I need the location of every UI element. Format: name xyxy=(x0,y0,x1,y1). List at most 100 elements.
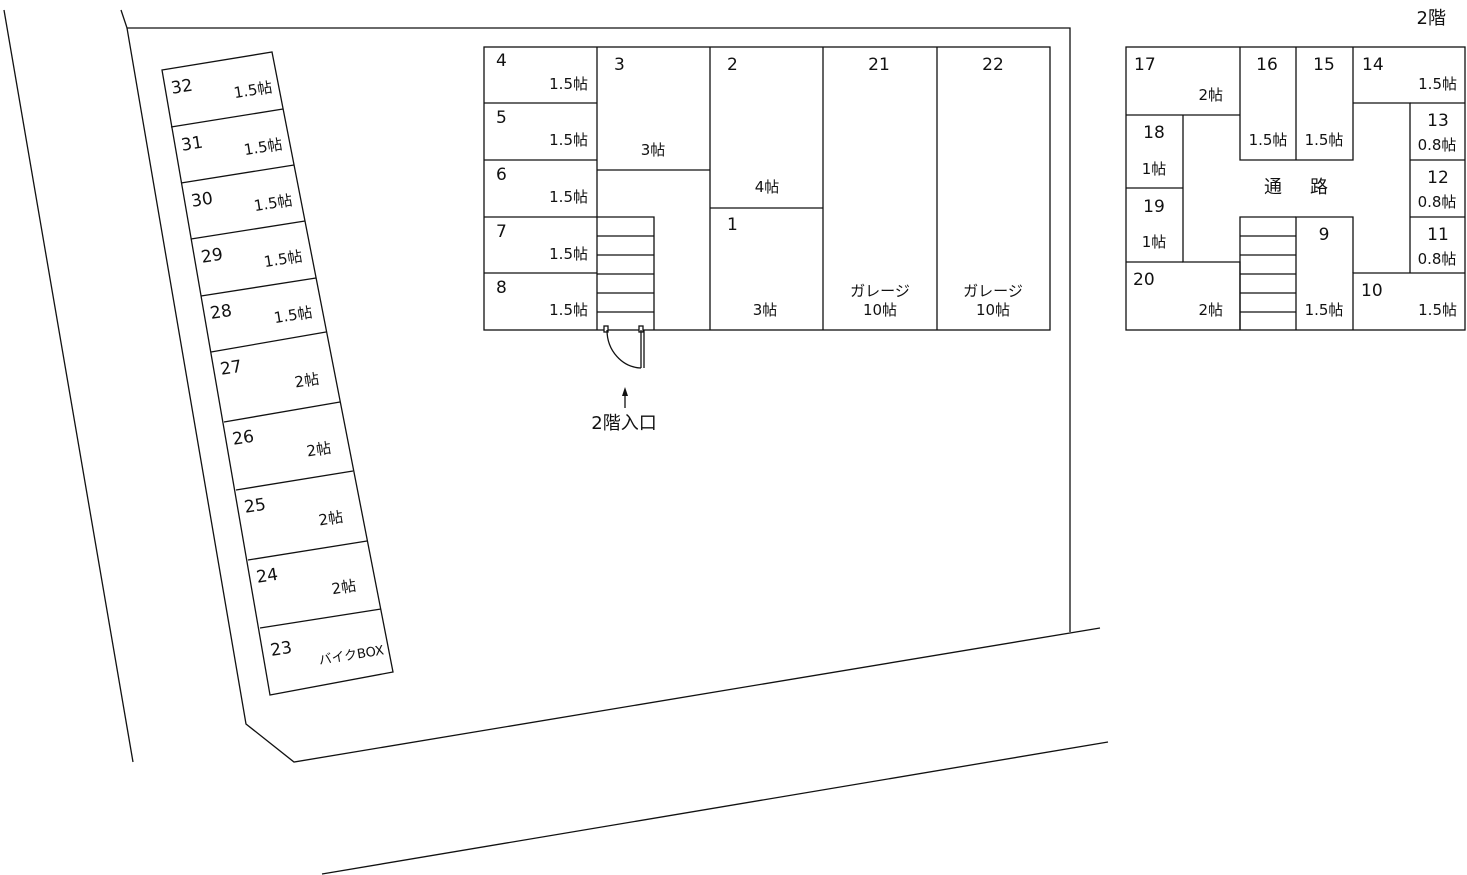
unit-size: 2帖 xyxy=(305,439,332,461)
main-unit-7[interactable]: 7 1.5帖 xyxy=(496,222,588,263)
main-unit-6[interactable]: 6 1.5帖 xyxy=(496,165,588,206)
main-unit-5[interactable]: 5 1.5帖 xyxy=(496,108,588,149)
unit-size: 3帖 xyxy=(753,301,778,319)
main-unit-21-garage[interactable]: 21 ガレージ 10帖 xyxy=(850,55,910,319)
svg-text:路: 路 xyxy=(1310,177,1328,198)
main-unit-22-garage[interactable]: 22 ガレージ 10帖 xyxy=(963,55,1023,319)
unit-number: 26 xyxy=(231,427,256,450)
unit-size: 2帖 xyxy=(1198,86,1223,104)
floor-label: 2階 xyxy=(1417,8,1446,29)
upper-unit-10[interactable]: 10 1.5帖 xyxy=(1361,281,1457,319)
unit-number: 12 xyxy=(1427,168,1449,188)
unit-number: 30 xyxy=(190,189,215,212)
unit-size: 0.8帖 xyxy=(1418,250,1457,268)
unit-number: 1 xyxy=(727,215,738,235)
unit-number: 16 xyxy=(1256,55,1278,75)
unit-size: 1.5帖 xyxy=(232,78,273,102)
upper-unit-11[interactable]: 11 0.8帖 xyxy=(1418,225,1457,268)
unit-number: 5 xyxy=(496,108,507,128)
unit-number: 27 xyxy=(219,357,244,380)
entrance-door[interactable] xyxy=(603,325,645,369)
unit-number: 17 xyxy=(1134,55,1156,75)
unit-number: 10 xyxy=(1361,281,1383,301)
slant-unit-32[interactable]: 32 1.5帖 xyxy=(170,63,274,111)
unit-size: 1.5帖 xyxy=(549,131,588,149)
unit-size: 1.5帖 xyxy=(1418,301,1457,319)
slant-unit-31[interactable]: 31 1.5帖 xyxy=(180,120,284,168)
corridor-label: 通 路 xyxy=(1264,177,1328,198)
unit-number: 22 xyxy=(982,55,1004,75)
unit-size: 1.5帖 xyxy=(273,303,314,327)
unit-size: 0.8帖 xyxy=(1418,193,1457,211)
unit-type: ガレージ xyxy=(963,282,1023,300)
unit-number: 25 xyxy=(243,495,268,518)
upper-unit-9[interactable]: 9 1.5帖 xyxy=(1305,225,1344,319)
unit-number: 31 xyxy=(180,133,205,156)
unit-size: 1.5帖 xyxy=(1418,75,1457,93)
upper-unit-14[interactable]: 14 1.5帖 xyxy=(1362,55,1457,93)
unit-number: 2 xyxy=(727,55,738,75)
slant-unit-30[interactable]: 30 1.5帖 xyxy=(190,176,294,224)
upper-unit-19[interactable]: 19 1帖 xyxy=(1142,197,1167,251)
upper-unit-20[interactable]: 20 2帖 xyxy=(1133,270,1223,319)
slant-unit-28[interactable]: 28 1.5帖 xyxy=(209,288,314,336)
unit-number: 4 xyxy=(496,51,507,71)
unit-size: 1.5帖 xyxy=(1305,131,1344,149)
unit-size: 1.5帖 xyxy=(263,247,304,271)
upper-unit-12[interactable]: 12 0.8帖 xyxy=(1418,168,1457,211)
unit-number: 21 xyxy=(868,55,890,75)
unit-number: 3 xyxy=(614,55,625,75)
unit-number: 7 xyxy=(496,222,507,242)
unit-number: 6 xyxy=(496,165,507,185)
unit-size: 0.8帖 xyxy=(1418,136,1457,154)
unit-number: 8 xyxy=(496,278,507,298)
unit-size: 1.5帖 xyxy=(253,191,294,215)
main-staircase xyxy=(597,216,655,330)
upper-staircase xyxy=(1239,216,1296,330)
unit-size: 2帖 xyxy=(1198,301,1223,319)
upper-unit-17[interactable]: 17 2帖 xyxy=(1134,55,1223,104)
upper-unit-18[interactable]: 18 1帖 xyxy=(1142,123,1167,178)
site-lines xyxy=(3,9,1109,875)
slant-unit-26[interactable]: 26 2帖 xyxy=(231,415,332,472)
slant-unit-27[interactable]: 27 2帖 xyxy=(219,345,321,402)
unit-number: 13 xyxy=(1427,111,1449,131)
upper-floor-block: 通 路 17 2帖 16 1.5帖 15 1.5帖 14 1.5帖 13 0.8… xyxy=(1125,46,1466,331)
unit-size: 1.5帖 xyxy=(549,188,588,206)
unit-number: 15 xyxy=(1313,55,1335,75)
unit-number: 19 xyxy=(1143,197,1165,217)
main-unit-1[interactable]: 1 3帖 xyxy=(727,215,777,319)
upper-unit-13[interactable]: 13 0.8帖 xyxy=(1418,111,1457,154)
main-unit-block: 2階入口 4 1.5帖 5 1.5帖 6 1.5帖 7 1.5帖 8 1.5帖 … xyxy=(483,46,1051,434)
unit-size: 3帖 xyxy=(641,141,666,159)
unit-size: 10帖 xyxy=(976,301,1010,319)
upper-unit-16[interactable]: 16 1.5帖 xyxy=(1249,55,1288,149)
svg-text:通: 通 xyxy=(1264,177,1282,198)
slant-unit-25[interactable]: 25 2帖 xyxy=(243,483,345,540)
unit-size: 1.5帖 xyxy=(1305,301,1344,319)
unit-size: 1帖 xyxy=(1142,233,1167,251)
unit-size: 1.5帖 xyxy=(549,301,588,319)
main-unit-4[interactable]: 4 1.5帖 xyxy=(496,51,588,93)
slant-unit-24[interactable]: 24 2帖 xyxy=(255,553,357,610)
unit-size: 4帖 xyxy=(755,178,780,196)
unit-size: 1帖 xyxy=(1142,160,1167,178)
unit-size: 10帖 xyxy=(863,301,897,319)
main-unit-2[interactable]: 2 4帖 xyxy=(727,55,779,196)
unit-number: 14 xyxy=(1362,55,1384,75)
unit-number: 23 xyxy=(269,638,294,661)
main-unit-8[interactable]: 8 1.5帖 xyxy=(496,278,588,319)
slant-unit-29[interactable]: 29 1.5帖 xyxy=(200,232,304,280)
unit-number: 29 xyxy=(200,245,225,268)
unit-size: 1.5帖 xyxy=(243,135,284,159)
unit-number: 11 xyxy=(1427,225,1449,245)
main-unit-3[interactable]: 3 3帖 xyxy=(614,55,665,159)
entrance-marker: 2階入口 xyxy=(591,387,657,434)
unit-number: 9 xyxy=(1319,225,1330,245)
upper-unit-15[interactable]: 15 1.5帖 xyxy=(1305,55,1344,149)
unit-size: 2帖 xyxy=(293,370,320,392)
unit-number: 28 xyxy=(209,301,234,324)
unit-size: 2帖 xyxy=(317,508,344,530)
unit-number: 24 xyxy=(255,565,280,588)
